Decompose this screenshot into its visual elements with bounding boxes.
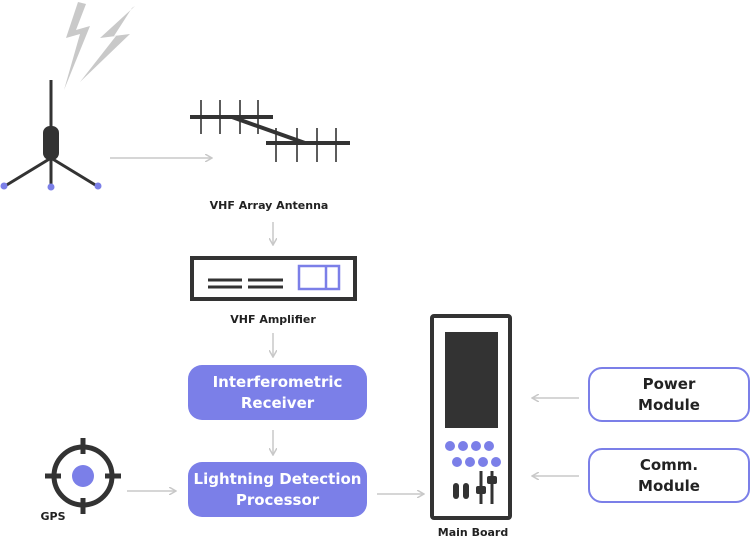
gps-icon [45, 438, 121, 514]
lightning-detection-processor-box: Lightning Detection Processor [188, 462, 367, 517]
lightning-bolt-icon [64, 2, 135, 90]
lightning-detection-processor-line-2: Processor [235, 490, 320, 509]
comm-module-line-1: Comm. [639, 455, 699, 474]
power-module-line-1: Power [642, 374, 696, 393]
power-module-line-2: Module [638, 395, 700, 414]
vhf-array-antenna-icon [190, 100, 350, 162]
gps-label: GPS [40, 510, 66, 523]
vhf-amplifier-label: VHF Amplifier [230, 313, 316, 326]
comm-module-box: Comm. Module [588, 448, 750, 503]
main-board-icon [430, 314, 512, 520]
main-board-label: Main Board [437, 526, 509, 539]
lightning-detection-processor-line-1: Lightning Detection [193, 469, 362, 488]
vhf-array-antenna-label: VHF Array Antenna [209, 199, 329, 212]
vhf-amplifier-icon [190, 256, 357, 301]
comm-module-line-2: Module [638, 476, 700, 495]
interferometric-receiver-box: Interferometric Receiver [188, 365, 367, 420]
ground-antenna-icon [0, 80, 102, 191]
power-module-box: Power Module [588, 367, 750, 422]
interferometric-receiver-line-1: Interferometric [212, 372, 343, 391]
interferometric-receiver-line-2: Receiver [240, 393, 315, 412]
